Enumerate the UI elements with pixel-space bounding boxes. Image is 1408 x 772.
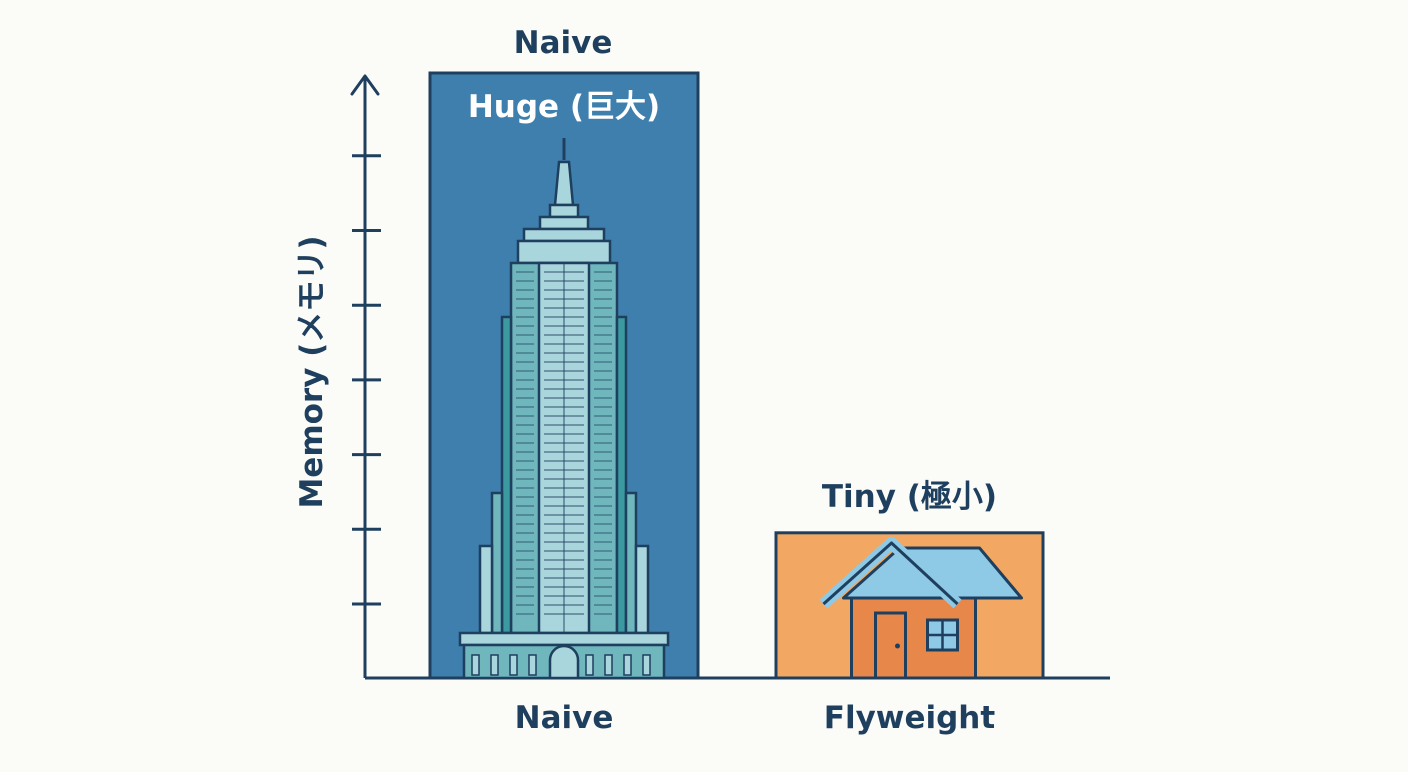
bar-data-label: Tiny (極小) — [822, 479, 997, 515]
x-tick-label: Naive — [515, 700, 614, 736]
y-axis-label: Memory (メモリ) — [294, 235, 330, 508]
y-axis-arrow-icon — [350, 74, 380, 96]
chart-title: Naive — [514, 25, 613, 61]
skyscraper-icon — [458, 138, 670, 680]
x-tick-label: Flyweight — [824, 700, 996, 736]
house-icon — [819, 537, 1023, 680]
bar-data-label: Huge (巨大) — [468, 89, 660, 125]
